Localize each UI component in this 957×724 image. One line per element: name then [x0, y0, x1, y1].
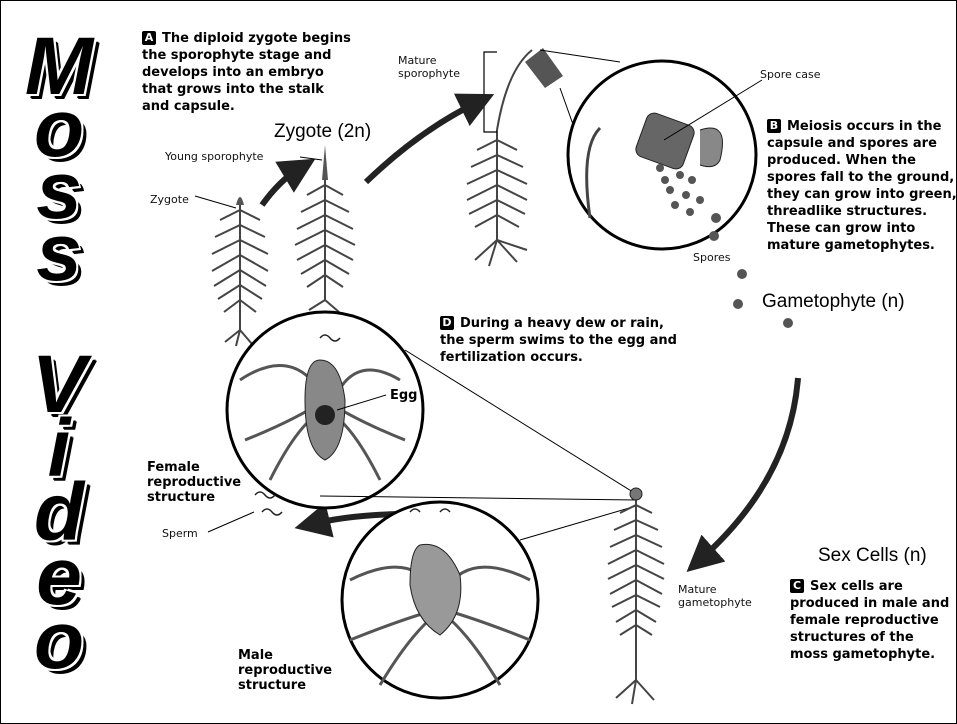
- step-b-badge: B: [767, 119, 781, 133]
- label-spores: Spores: [693, 251, 730, 264]
- female-zoom-line-1: [405, 350, 636, 494]
- male-zoom-line: [520, 506, 636, 540]
- label-egg: Egg: [390, 388, 418, 403]
- spore-capsule: [525, 48, 563, 88]
- zygote-pointer: [195, 196, 236, 208]
- label-female-structure: Female reproductive structure: [147, 460, 247, 505]
- zygote-tip-shape: [236, 197, 244, 205]
- step-c-text: Sex cells are produced in male and femal…: [790, 579, 949, 662]
- annotation-gametophyte-n: Gametophyte (n): [762, 292, 905, 312]
- sperm-pointer: [208, 512, 254, 532]
- step-b-text: Meiosis occurs in the capsule and spores…: [767, 119, 957, 253]
- young-sporophyte-plant: [295, 160, 355, 312]
- young-sporophyte-stalk: [322, 145, 328, 180]
- label-sperm: Sperm: [162, 527, 198, 540]
- annotation-sex-cells-n: Sex Cells (n): [818, 546, 927, 566]
- mature-gametophyte-plant: [608, 490, 664, 704]
- step-d-badge: D: [440, 316, 454, 330]
- label-zygote: Zygote: [150, 193, 189, 206]
- arrow-to-gametophyte: [700, 378, 798, 560]
- zygote-plant: [212, 200, 268, 346]
- young-sporophyte-pointer: [300, 157, 322, 160]
- step-c-badge: C: [790, 579, 804, 593]
- step-a-badge: A: [142, 31, 156, 45]
- label-spore-case: Spore case: [760, 68, 821, 81]
- egg-cell: [315, 405, 335, 425]
- mature-sporophyte-plant: [467, 50, 532, 266]
- arrow-young-to-mature: [366, 102, 478, 182]
- label-young-sporophyte: Young sporophyte: [165, 150, 263, 163]
- step-a-text: The diploid zygote begins the sporophyte…: [142, 31, 351, 114]
- label-male-structure: Male reproductive structure: [238, 648, 358, 693]
- sporophyte-bracket: [484, 52, 497, 132]
- arrow-zygote-to-young: [262, 168, 300, 205]
- label-mature-sporophyte: Mature sporophyte: [398, 54, 478, 80]
- gametophyte-tip: [630, 488, 642, 500]
- step-d-text: During a heavy dew or rain, the sperm sw…: [440, 316, 677, 365]
- label-mature-gametophyte: Mature gametophyte: [678, 583, 758, 609]
- annotation-zygote-2n: Zygote (2n): [274, 122, 371, 142]
- zoom-line-top: [540, 50, 620, 62]
